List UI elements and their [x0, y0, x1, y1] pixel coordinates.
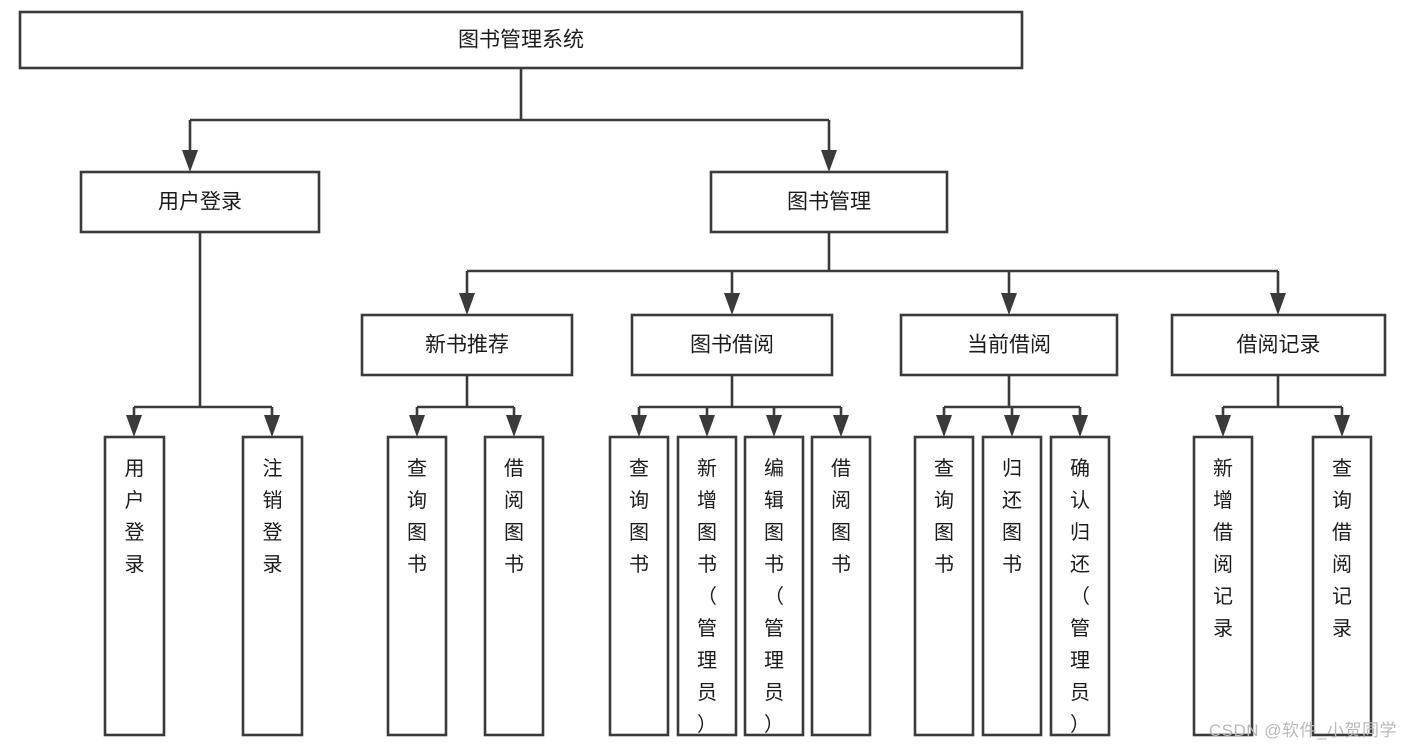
connector-bookborrow-to-leaves [631, 375, 849, 437]
node-leaf-return-book[interactable]: 归还图书 [981, 435, 1043, 737]
arrow-head-icon [1334, 415, 1350, 437]
arrow-head-icon [724, 293, 740, 315]
node-root-root[interactable]: 图书管理系统 [18, 10, 1024, 70]
node-label: 查询图书 [629, 457, 649, 576]
node-box[interactable] [913, 435, 975, 737]
node-label: 查询图书 [407, 457, 427, 576]
node-box[interactable] [630, 313, 834, 377]
node-layer: 图书管理系统用户登录图书管理新书推荐图书借阅当前借阅借阅记录用户登录注销登录查询… [18, 10, 1387, 737]
connector-userlogin-to-leaves [126, 232, 280, 437]
node-label: 借阅图书 [504, 457, 524, 576]
node-label: 确认归还（管理员） [1070, 457, 1090, 736]
node-leaf-logout-login[interactable]: 注销登录 [241, 435, 304, 737]
node-new-book-recommend[interactable]: 新书推荐 [360, 313, 574, 377]
arrow-head-icon [833, 415, 849, 437]
arrow-head-icon [766, 415, 782, 437]
arrow-head-icon [1215, 415, 1231, 437]
arrow-head-icon [821, 150, 837, 172]
node-leaf-query-book-borrow[interactable]: 查询图书 [608, 435, 670, 737]
node-label: 注销登录 [263, 457, 283, 576]
node-current-borrow[interactable]: 当前借阅 [899, 313, 1119, 377]
node-borrow-record[interactable]: 借阅记录 [1170, 313, 1387, 377]
arrow-head-icon [126, 415, 142, 437]
node-box[interactable] [743, 435, 805, 737]
arrow-head-icon [506, 415, 522, 437]
connector-newbook-to-leaves [409, 375, 522, 437]
arrow-head-icon [1004, 415, 1020, 437]
node-label: 查询图书 [934, 457, 954, 576]
node-label: 图书管理系统 [458, 29, 584, 52]
arrow-head-icon [631, 415, 647, 437]
node-label: 图书管理 [787, 191, 871, 214]
node-book-borrow[interactable]: 图书借阅 [630, 313, 834, 377]
node-box[interactable] [1192, 435, 1254, 737]
arrow-head-icon [1001, 293, 1017, 315]
arrow-head-icon [936, 415, 952, 437]
connector-bookmanage-to-level2 [459, 232, 1286, 315]
node-leaf-confirm-return-admin[interactable]: 确认归还（管理员） [1049, 435, 1111, 737]
node-label: 当前借阅 [967, 334, 1051, 357]
node-box[interactable] [79, 170, 321, 234]
node-label: 编辑图书（管理员） [764, 457, 784, 736]
node-box[interactable] [360, 313, 574, 377]
node-label: 用户登录 [158, 191, 242, 214]
node-label: 借阅图书 [831, 457, 851, 576]
node-box[interactable] [18, 10, 1024, 70]
arrow-head-icon [699, 415, 715, 437]
node-label: 新增借阅记录 [1213, 457, 1233, 640]
node-label: 图书借阅 [690, 334, 774, 357]
node-leaf-borrow-book-rec[interactable]: 借阅图书 [483, 435, 545, 737]
node-box[interactable] [241, 435, 304, 737]
node-box[interactable] [709, 170, 949, 234]
connector-borrowrecord-to-leaves [1215, 375, 1350, 437]
node-label: 归还图书 [1002, 457, 1022, 576]
node-label: 查询借阅记录 [1332, 457, 1352, 640]
node-label: 新书推荐 [425, 334, 509, 357]
node-label: 用户登录 [125, 458, 145, 576]
node-leaf-add-book-admin[interactable]: 新增图书（管理员） [676, 435, 738, 737]
node-box[interactable] [810, 435, 872, 737]
arrow-head-icon [182, 150, 198, 172]
arrow-head-icon [1072, 415, 1088, 437]
node-box[interactable] [1049, 435, 1111, 737]
node-box[interactable] [676, 435, 738, 737]
node-box[interactable] [103, 435, 166, 737]
node-label: 新增图书（管理员） [697, 457, 717, 736]
node-leaf-query-borrow-record[interactable]: 查询借阅记录 [1311, 435, 1373, 737]
node-box[interactable] [981, 435, 1043, 737]
node-leaf-edit-book-admin[interactable]: 编辑图书（管理员） [743, 435, 805, 737]
node-box[interactable] [1170, 313, 1387, 377]
node-label: 借阅记录 [1237, 334, 1321, 357]
node-box[interactable] [483, 435, 545, 737]
node-leaf-query-book-rec[interactable]: 查询图书 [386, 435, 448, 737]
node-leaf-add-borrow-record[interactable]: 新增借阅记录 [1192, 435, 1254, 737]
node-leaf-query-book-current[interactable]: 查询图书 [913, 435, 975, 737]
arrow-head-icon [409, 415, 425, 437]
node-leaf-borrow-book[interactable]: 借阅图书 [810, 435, 872, 737]
csdn-watermark: CSDN @软件_小贺同学 [1208, 721, 1397, 740]
connector-layer [126, 68, 1350, 437]
node-box[interactable] [386, 435, 448, 737]
node-box[interactable] [899, 313, 1119, 377]
connector-root-to-level1 [182, 68, 837, 172]
arrow-head-icon [264, 415, 280, 437]
node-box[interactable] [608, 435, 670, 737]
connector-currentborrow-to-leaves [936, 375, 1088, 437]
node-box[interactable] [1311, 435, 1373, 737]
node-book-manage[interactable]: 图书管理 [709, 170, 949, 234]
node-leaf-user-login[interactable]: 用户登录 [103, 435, 166, 737]
arrow-head-icon [459, 293, 475, 315]
arrow-head-icon [1270, 293, 1286, 315]
node-user-login[interactable]: 用户登录 [79, 170, 321, 234]
